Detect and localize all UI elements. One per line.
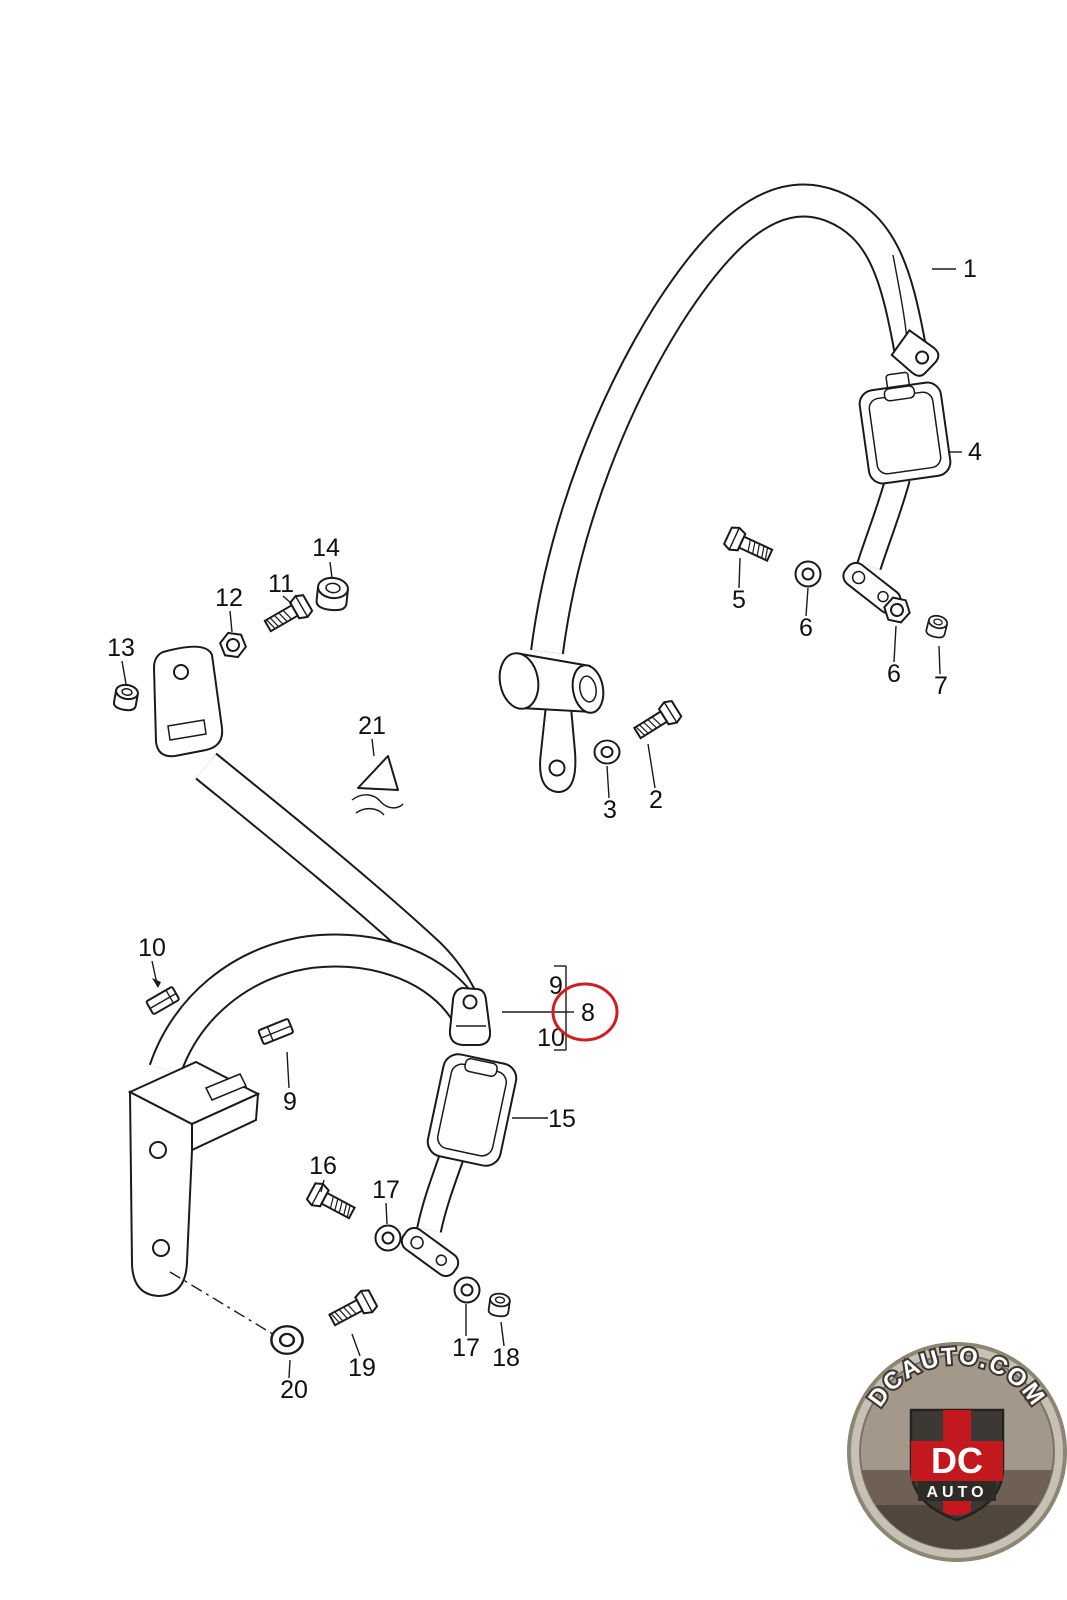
bolt-2	[630, 697, 684, 745]
washer-3	[593, 739, 621, 765]
clip-10	[145, 986, 180, 1015]
buckle-tongue-4	[858, 371, 952, 485]
belt-hanger-plate	[890, 328, 940, 377]
washer-17-upper	[374, 1224, 402, 1252]
clamp-21	[351, 755, 404, 816]
washer-17-lower	[453, 1276, 481, 1304]
logo-brand-sub-text: AUTO	[926, 1484, 987, 1501]
callout-4: 4	[968, 438, 982, 466]
callout-6-right: 6	[887, 660, 901, 688]
washer-20	[270, 1325, 304, 1355]
callout-20: 20	[280, 1376, 308, 1404]
mounting-bracket	[127, 1060, 287, 1343]
callout-9-clip: 9	[283, 1088, 297, 1116]
bolt-5	[721, 523, 776, 568]
bolt-16	[304, 1179, 359, 1225]
callout-15: 15	[548, 1105, 576, 1133]
callout-11: 11	[268, 570, 294, 598]
belt-retractor	[498, 652, 605, 794]
buckle-15-strap	[416, 1151, 465, 1233]
callout-10-clip: 10	[138, 934, 166, 962]
highlight-circle-part-8	[551, 982, 619, 1042]
bolt-11	[260, 591, 315, 638]
logo-photo-base	[875, 1505, 1039, 1549]
callout-3: 3	[603, 796, 617, 824]
logo-shield-lower-band	[918, 1481, 996, 1501]
callout-14: 14	[312, 534, 340, 562]
logo-brand-text: DC	[931, 1440, 983, 1481]
logo-shield: DC AUTO	[909, 1408, 1005, 1522]
callout-9-group: 9	[549, 972, 563, 1000]
clip-9	[257, 1018, 294, 1045]
callout-19: 19	[348, 1354, 376, 1382]
callout-5: 5	[732, 586, 746, 614]
callout-17-upper: 17	[372, 1176, 400, 1204]
socket-14	[314, 575, 350, 613]
callout-18: 18	[492, 1344, 520, 1372]
upper-anchor-plate	[152, 645, 224, 758]
callout-1: 1	[963, 255, 977, 283]
callout-2: 2	[649, 786, 663, 814]
bolt-19	[325, 1286, 380, 1332]
nut-18	[487, 1291, 512, 1319]
callout-13: 13	[107, 634, 135, 662]
callout-7: 7	[934, 672, 948, 700]
anchor-fitting-15	[400, 1227, 460, 1277]
callout-21: 21	[358, 712, 386, 740]
callout-16: 16	[309, 1152, 337, 1180]
callout-17-lower: 17	[452, 1334, 480, 1362]
lap-belt-arc-webbing	[148, 933, 481, 1076]
anchor-fitting-4	[842, 561, 902, 615]
logo-shield-cross-band	[911, 1441, 1003, 1481]
nut-13	[112, 682, 141, 713]
lap-anchor-plate	[448, 986, 492, 1046]
buckle-15	[426, 1053, 518, 1167]
callout-12: 12	[215, 584, 243, 612]
callout-6-left: 6	[799, 614, 813, 642]
dcauto-logo-badge: DCAUTO.COM DC AUTO	[847, 1341, 1067, 1562]
callout-8: 8	[581, 999, 595, 1027]
leader-lines	[121, 268, 962, 1379]
washer-6-left	[794, 560, 822, 588]
buckle-4-strap	[856, 474, 911, 570]
nut-12	[217, 631, 249, 659]
callout-labels: 1 4 5 6 6 7 2 3 14 11 12 13 21 10 9 9 8 …	[107, 255, 982, 1404]
capnut-7	[924, 613, 950, 640]
